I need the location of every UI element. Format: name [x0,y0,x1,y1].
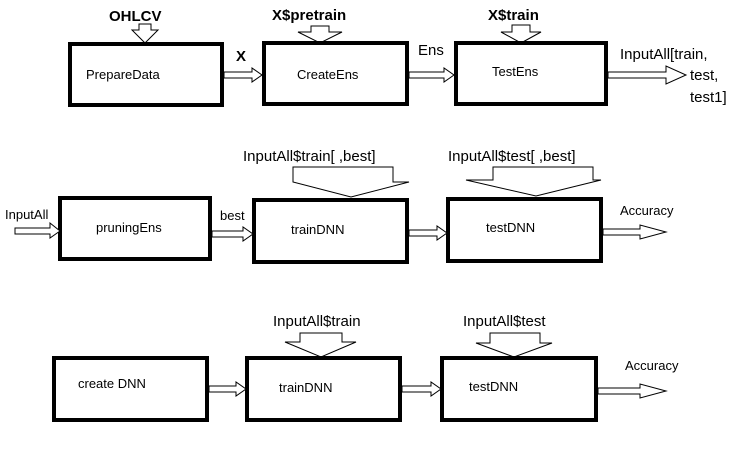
box-create-dnn [52,356,209,422]
box-label-preparedata: PrepareData [86,67,160,82]
box-traindnn-1 [252,198,409,264]
box-traindnn-2 [245,356,402,422]
arrow-pruning-to-train [211,226,254,242]
box-pruningens [58,196,212,261]
input-arrow-pruningens [14,221,61,239]
box-label-testdnn-1: testDNN [486,220,535,235]
box-label-createens: CreateEns [297,67,359,82]
label-inputall-line1: InputAll[train, [620,46,708,63]
output-arrow-accuracy-2 [597,383,668,399]
box-label-testdnn-2: testDNN [469,379,518,394]
box-testens [454,41,608,106]
arrow-prepare-to-create [223,67,263,83]
label-accuracy-2: Accuracy [625,358,679,373]
label-inputall-train-best: InputAll$train[ ,best] [243,148,376,165]
input-arrow-traindnn-1 [292,166,410,198]
label-ohlcv: OHLCV [109,8,162,25]
label-edge-best: best [220,208,245,223]
box-label-pruningens: pruningEns [96,220,162,235]
box-label-traindnn-1: trainDNN [291,222,344,237]
input-arrow-testdnn-2 [475,332,553,358]
label-inputall-line2: test, [690,67,718,84]
box-label-create-dnn: create DNN [78,376,146,391]
input-arrow-testens [500,24,542,44]
label-inputall-line3: test1] [690,89,727,106]
box-testdnn-2 [440,356,598,422]
arrow-train-to-test-1 [408,225,448,241]
label-inputall-test-best: InputAll$test[ ,best] [448,148,576,165]
box-testdnn-1 [446,197,603,263]
label-accuracy-1: Accuracy [620,203,674,218]
input-arrow-createens [297,25,343,44]
arrow-train-to-test-2 [401,381,442,397]
label-inputall-train: InputAll$train [273,313,361,330]
input-arrow-traindnn-2 [284,332,357,358]
input-arrow-preparedata [130,23,160,44]
box-createens [262,41,409,106]
input-arrow-testdnn-1 [465,166,602,197]
label-x-pretrain: X$pretrain [272,7,346,24]
label-edge-ens: Ens [418,42,444,59]
label-inputall-in: InputAll [5,207,48,222]
label-edge-x: X [236,48,246,65]
box-label-traindnn-2: trainDNN [279,380,332,395]
label-inputall-test: InputAll$test [463,313,546,330]
box-label-testens: TestEns [492,64,539,79]
box-preparedata [68,42,224,107]
arrow-create-to-test [408,67,455,83]
arrow-create-to-train [208,381,247,397]
label-x-train: X$train [488,7,539,24]
output-arrow-testens [607,65,688,85]
output-arrow-accuracy-1 [602,224,668,240]
